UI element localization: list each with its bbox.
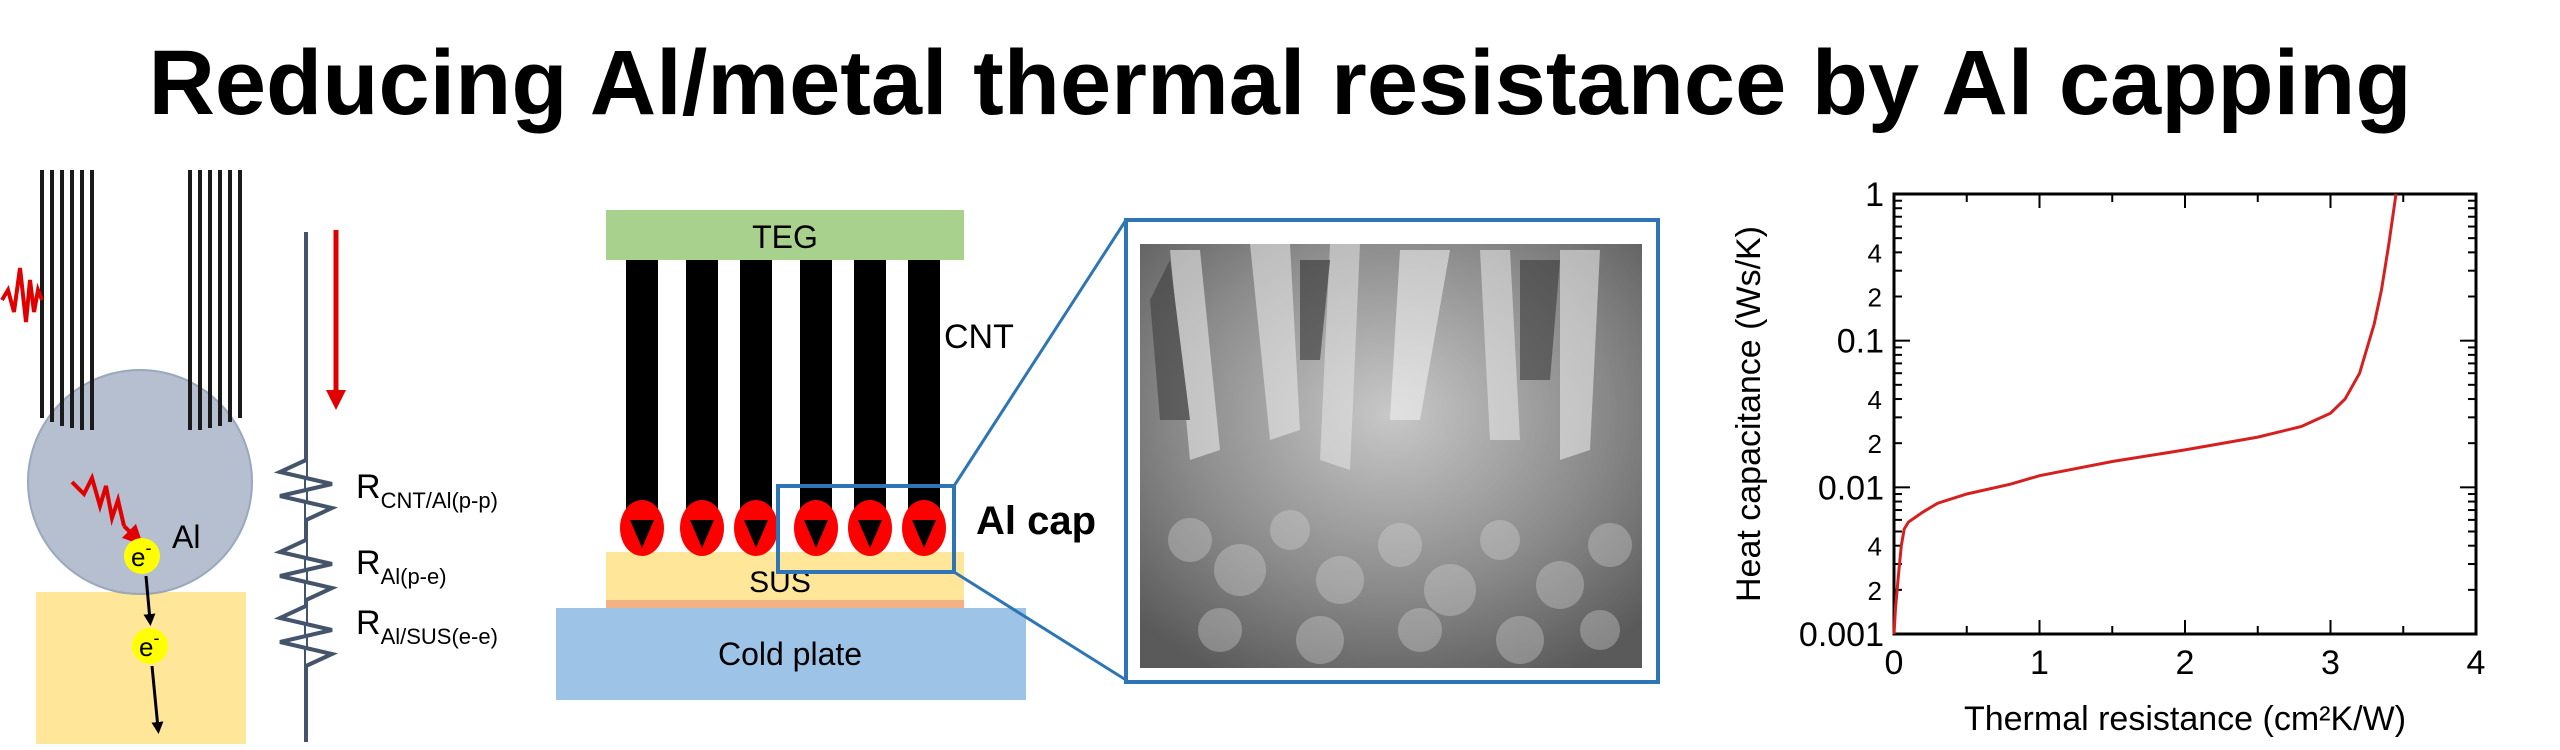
y-tick-label: 0.1 xyxy=(1837,323,1884,361)
x-tick-label: 0 xyxy=(1885,644,1904,682)
left-schematic: e- Al e- xyxy=(0,170,253,744)
sus-layer xyxy=(606,552,964,604)
resistor-network: RCNT/Al(p-p) RAl(p-e) RAl/SUS(e-e) xyxy=(273,230,498,742)
al-label: Al xyxy=(172,519,200,555)
x-tick-label: 3 xyxy=(2321,644,2340,682)
al-caps xyxy=(620,500,946,556)
x-tick-label: 4 xyxy=(2467,644,2486,682)
resistor-label-3: RAl/SUS(e-e) xyxy=(356,604,498,649)
x-tick-label: 2 xyxy=(2176,644,2195,682)
al-cap-label: Al cap xyxy=(976,499,1096,543)
cnt-bundle-right xyxy=(188,170,242,430)
cold-plate-label: Cold plate xyxy=(718,636,862,672)
device-stack: TEG SUS Cold plate CNT Al cap xyxy=(556,210,1128,700)
cnt-bundle-left xyxy=(40,170,94,430)
chart-y-axis-label: Heat capacitance (Ws/K) xyxy=(1730,226,1768,602)
y-tick-label: 1 xyxy=(1865,176,1884,214)
chart-tick-labels: 0 1 2 3 4 0.001 2 4 0.01 2 4 0.1 2 4 1 xyxy=(1799,176,2486,682)
cnt-pillar xyxy=(800,260,832,530)
x-tick-label: 1 xyxy=(2030,644,2049,682)
resistor-label-2: RAl(p-e) xyxy=(356,544,447,589)
cold-plate xyxy=(556,608,1026,700)
y-minor-tick-label: 4 xyxy=(1868,385,1882,415)
electron-1-icon xyxy=(124,538,160,574)
resistor-zigzag-icon xyxy=(273,458,339,668)
phonon-wave-icon xyxy=(0,267,44,323)
chart-frame xyxy=(1892,192,2478,636)
interface-strip xyxy=(606,600,964,608)
y-minor-tick-label: 2 xyxy=(1868,429,1882,459)
electron-2-label: e- xyxy=(139,628,159,662)
y-minor-tick-label: 4 xyxy=(1868,532,1882,562)
sem-image xyxy=(1124,218,1660,684)
y-tick-label: 0.001 xyxy=(1799,616,1884,654)
sus-substrate-left xyxy=(36,592,246,744)
cnt-pillar xyxy=(740,260,772,530)
cnt-pillar xyxy=(854,260,886,530)
cnt-pillar xyxy=(908,260,940,530)
teg-label: TEG xyxy=(752,219,818,255)
phonon-wave-inner-icon xyxy=(70,472,126,527)
y-minor-tick-label: 4 xyxy=(1868,238,1882,268)
electron-1-label: e- xyxy=(131,538,151,572)
y-minor-tick-label: 2 xyxy=(1868,283,1882,313)
chart-series-line xyxy=(1892,193,2398,635)
teg-block xyxy=(606,210,964,260)
y-tick-label: 0.01 xyxy=(1818,469,1884,507)
chart: 0 1 2 3 4 0.001 2 4 0.01 2 4 0.1 2 4 1 Thermal resista… xyxy=(1730,176,2485,738)
cnt-pillar xyxy=(626,260,658,530)
page-title: Reducing Al/metal thermal resistance by … xyxy=(148,32,2412,134)
electron-2-icon xyxy=(132,628,168,664)
resistor-label-1: RCNT/Al(p-p) xyxy=(356,468,498,513)
cnt-pillars xyxy=(626,260,940,530)
cnt-pillar xyxy=(686,260,718,530)
chart-ticks xyxy=(1893,193,2477,635)
chart-x-axis-label: Thermal resistance (cm²K/W) xyxy=(1964,700,2406,738)
cnt-label: CNT xyxy=(944,318,1014,356)
y-minor-tick-label: 2 xyxy=(1868,576,1882,606)
zoom-box xyxy=(776,484,956,574)
